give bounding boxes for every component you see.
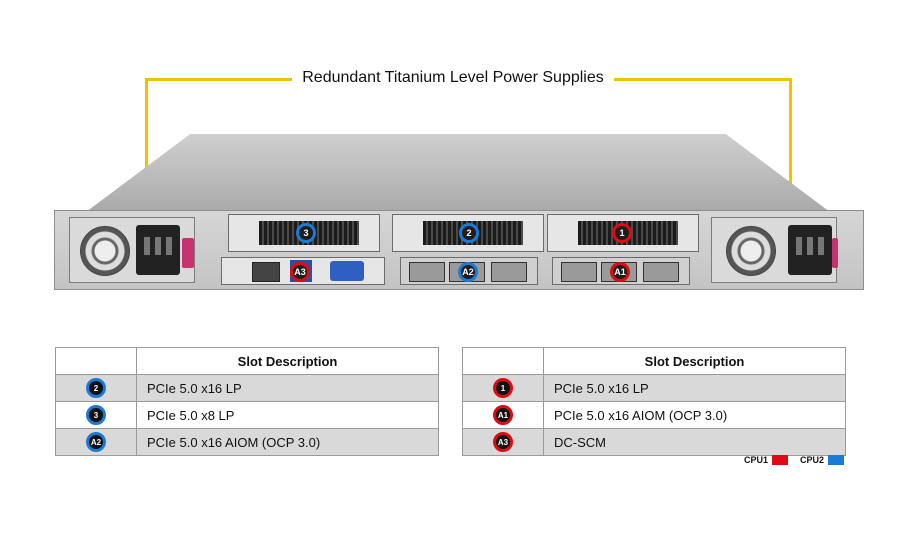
slot-badge: 2 [86,378,106,398]
legend-cpu2-swatch [828,455,844,465]
pcie-slot-2-bay: 2 [392,214,544,252]
dc-scm-module: A3 [221,257,385,285]
slot-badge: 3 [86,405,106,425]
table-row: 1 PCIe 5.0 x16 LP [462,374,846,402]
slot-table-cpu1: Slot Description 1 PCIe 5.0 x16 LP A1 PC… [462,347,846,456]
slot-2-marker: 2 [459,223,479,243]
slot-description: PCIe 5.0 x16 AIOM (OCP 3.0) [543,401,846,429]
slot-description: PCIe 5.0 x16 LP [136,374,439,402]
power-supply-left [69,217,195,283]
callout-line-top-left [145,78,295,81]
power-inlet-icon [136,225,180,275]
psu-fan-icon [726,226,776,276]
table-row: A2 PCIe 5.0 x16 AIOM (OCP 3.0) [55,428,439,456]
slot-badge: A3 [493,432,513,452]
chassis-top-panel [86,134,830,212]
table-row: A3 DC-SCM [462,428,846,456]
slot-description: PCIe 5.0 x8 LP [136,401,439,429]
pcie-slot-3-bay: 3 [228,214,380,252]
slot-badge: A1 [493,405,513,425]
aiom-a1-marker: A1 [610,262,630,282]
slot-badge: 1 [493,378,513,398]
aiom-a2-module: A2 [400,257,538,285]
callout-line-left-drop [145,78,148,218]
callout-line-right-drop [789,78,792,218]
psu-release-latch [182,238,194,268]
slot-description: PCIe 5.0 x16 AIOM (OCP 3.0) [136,428,439,456]
slot-3-marker: 3 [296,223,316,243]
legend-cpu1-label: CPU1 [743,455,768,465]
ethernet-port-icon [252,262,280,282]
pcie-slot-1-bay: 1 [547,214,699,252]
table-header-icon [462,347,544,375]
aiom-a2-marker: A2 [458,262,478,282]
legend-cpu2-label: CPU2 [799,455,824,465]
table-row: 3 PCIe 5.0 x8 LP [55,401,439,429]
server-rear-panel: 3 2 1 A3 A2 A1 [54,210,864,290]
power-supply-callout: Redundant Titanium Level Power Supplies [0,69,906,87]
slot-description: DC-SCM [543,428,846,456]
psu-fan-icon [80,226,130,276]
slot-1-marker: 1 [612,223,632,243]
table-row: 2 PCIe 5.0 x16 LP [55,374,439,402]
table-header: Slot Description [543,347,846,375]
power-inlet-icon [788,225,832,275]
slot-description: PCIe 5.0 x16 LP [543,374,846,402]
table-header-icon [55,347,137,375]
table-header: Slot Description [136,347,439,375]
callout-line-top-right [610,78,792,81]
aiom-a1-module: A1 [552,257,690,285]
legend-cpu1-swatch [771,455,788,465]
aiom-a3-marker: A3 [290,262,310,282]
psu-release-latch [832,238,838,268]
slot-table-cpu2: Slot Description 2 PCIe 5.0 x16 LP 3 PCI… [55,347,439,456]
cpu-legend: CPU1 CPU2 [744,455,844,465]
power-supply-right [711,217,838,283]
vga-port-icon [330,261,364,281]
slot-badge: A2 [86,432,106,452]
table-row: A1 PCIe 5.0 x16 AIOM (OCP 3.0) [462,401,846,429]
